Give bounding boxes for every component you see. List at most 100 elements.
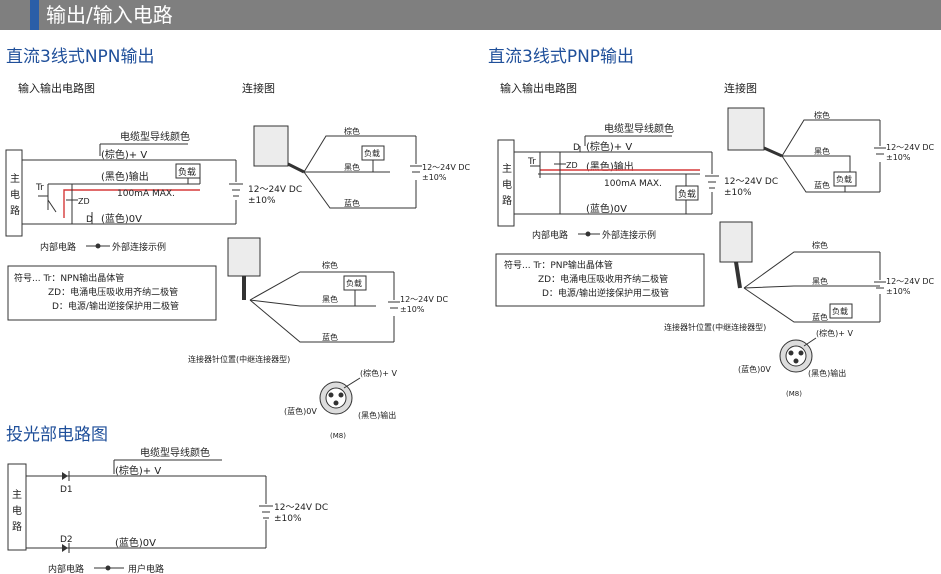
pnp-main-2: 电 (502, 178, 512, 191)
pnp-brown-v: (棕色)+ V (586, 140, 632, 153)
pnp-legend-3: D：电源/输出逆接保护用二极管 (542, 287, 669, 299)
npn-supply-d2: ±10% (400, 305, 425, 314)
emitter-main-circuit-box (7, 463, 27, 551)
pnp-pin-brown: (棕色)+ V (816, 328, 853, 338)
npn-main-circuit-box (5, 149, 23, 237)
pnp-m8: (M8) (786, 390, 802, 398)
npn-main-2: 电 (10, 188, 20, 201)
pnp-wire-brown: 棕色 (814, 110, 830, 120)
npn-zd: ZD (78, 197, 90, 206)
pnp-zd: ZD (566, 161, 578, 170)
npn-supply-1: 12～24V DC (248, 185, 302, 195)
pnp-pin-black: (黑色)输出 (808, 368, 846, 378)
npn-supply-c2: ±10% (422, 173, 447, 182)
npn-m8: (M8) (330, 432, 346, 440)
npn-blue-0v: (蓝色)0V (101, 212, 142, 225)
emitter-d1: D1 (60, 485, 73, 495)
npn-legend-1: 符号... Tr：NPN输出晶体管 (14, 272, 124, 284)
pnp-sensor-connector (719, 221, 753, 263)
pnp-title: 直流3线式PNP输出 (488, 47, 635, 67)
emitter-supply-2: ±10% (274, 514, 302, 524)
pnp-d: D (573, 143, 580, 153)
npn-external: 外部连接示例 (112, 241, 166, 253)
pnp-wire-black-2: 黑色 (812, 276, 828, 286)
pnp-pin-blue: (蓝色)0V (738, 364, 771, 374)
npn-legend-3: D：电源/输出逆接保护用二极管 (52, 300, 179, 312)
pnp-blue-0v: (蓝色)0V (586, 202, 627, 215)
pnp-main-3: 路 (502, 194, 512, 207)
npn-conn-label: 连接图 (242, 82, 275, 95)
pnp-wire-blue: 蓝色 (814, 180, 830, 190)
npn-diagram: 输入输出电路图 连接图 主 电 路 电缆型导线颜色 (棕色)+ V (黑色)输出… (5, 81, 471, 440)
npn-wire-black-2: 黑色 (322, 294, 338, 304)
npn-wire-black: 黑色 (344, 162, 360, 172)
npn-legend-2: ZD：电涌电压吸收用齐纳二极管 (48, 286, 178, 298)
pnp-pin-pos: 连接器针位置(中继连接器型) (664, 322, 766, 332)
npn-title: 直流3线式NPN输出 (6, 47, 155, 67)
emitter-blue-0v: (蓝色)0V (115, 536, 156, 549)
npn-supply-d1: 12～24V DC (400, 295, 449, 304)
npn-legend-box (7, 265, 217, 321)
emitter-brown-v: (棕色)+ V (115, 464, 161, 477)
npn-current-path (63, 189, 200, 218)
npn-max: 100mA MAX. (117, 189, 175, 199)
npn-wire-blue-2: 蓝色 (322, 332, 338, 342)
emitter-supply-1: 12～24V DC (274, 503, 328, 513)
pnp-supply-1: 12～24V DC (724, 177, 778, 187)
npn-d: D (86, 215, 93, 225)
pnp-main-1: 主 (502, 163, 512, 175)
npn-black-out: (黑色)输出 (101, 170, 149, 183)
npn-supply-2: ±10% (248, 196, 276, 206)
pnp-external: 外部连接示例 (602, 229, 656, 241)
pnp-supply-d2: ±10% (886, 287, 911, 296)
npn-tr: Tr (35, 183, 44, 193)
pnp-io-label: 输入输出电路图 (500, 81, 577, 95)
pnp-supply-2: ±10% (724, 188, 752, 198)
npn-sensor-connector (227, 237, 261, 277)
emitter-main-2: 电 (12, 504, 22, 517)
npn-pin-black: (黑色)输出 (358, 410, 396, 420)
pnp-tr: Tr (527, 157, 536, 167)
npn-load-3: 负载 (346, 278, 362, 288)
npn-sensor-cable (253, 125, 289, 167)
pnp-sensor-cable (727, 107, 765, 151)
emitter-diagram: 主 电 路 电缆型导线颜色 D1 D2 (棕色)+ V (蓝色)0V 12～24… (7, 446, 328, 574)
npn-brown-v: (棕色)+ V (101, 148, 147, 161)
npn-main-1: 主 (10, 173, 20, 185)
emitter-internal: 内部电路 (48, 563, 84, 574)
emitter-user: 用户电路 (128, 563, 164, 574)
pnp-cable-color-title: 电缆型导线颜色 (604, 122, 674, 135)
npn-main-3: 路 (10, 204, 20, 217)
pnp-supply-d1: 12～24V DC (886, 277, 935, 286)
pnp-diagram: 输入输出电路图 连接图 主 电 路 电缆型导线颜色 (棕色)+ V (黑色)输出… (495, 81, 935, 398)
npn-supply-c1: 12～24V DC (422, 163, 471, 172)
pnp-load-box (675, 185, 699, 201)
npn-io-label: 输入输出电路图 (18, 81, 95, 95)
pnp-legend-2: ZD：电涌电压吸收用齐纳二极管 (538, 273, 668, 285)
npn-cable-color-title: 电缆型导线颜色 (120, 130, 190, 143)
pnp-wire-black: 黑色 (814, 146, 830, 156)
emitter-main-3: 路 (12, 520, 22, 533)
pnp-legend-box (495, 253, 705, 307)
section-header: 输出/输入电路 (0, 0, 941, 30)
pnp-conn-label: 连接图 (724, 82, 757, 95)
emitter-d2: D2 (60, 535, 73, 545)
pnp-supply-c1: 12～24V DC (886, 143, 935, 152)
pnp-main-circuit-box (497, 139, 515, 227)
npn-wire-blue: 蓝色 (344, 198, 360, 208)
pnp-legend-1: 符号... Tr：PNP输出晶体管 (504, 259, 613, 271)
pnp-load: 负载 (678, 188, 696, 200)
npn-pin-blue: (蓝色)0V (284, 406, 317, 416)
pnp-load-3: 负载 (832, 306, 848, 316)
pnp-black-out: (黑色)输出 (586, 160, 634, 173)
npn-pin-pos: 连接器针位置(中继连接器型) (188, 354, 290, 364)
npn-internal: 内部电路 (40, 241, 76, 253)
emitter-cable-color-title: 电缆型导线颜色 (140, 446, 210, 459)
pnp-load-2: 负载 (836, 174, 852, 184)
npn-load-2: 负载 (364, 148, 380, 158)
npn-load: 负载 (178, 166, 196, 178)
npn-wire-brown: 棕色 (344, 126, 360, 136)
pnp-wire-blue-2: 蓝色 (812, 312, 828, 322)
pnp-supply-c2: ±10% (886, 153, 911, 162)
